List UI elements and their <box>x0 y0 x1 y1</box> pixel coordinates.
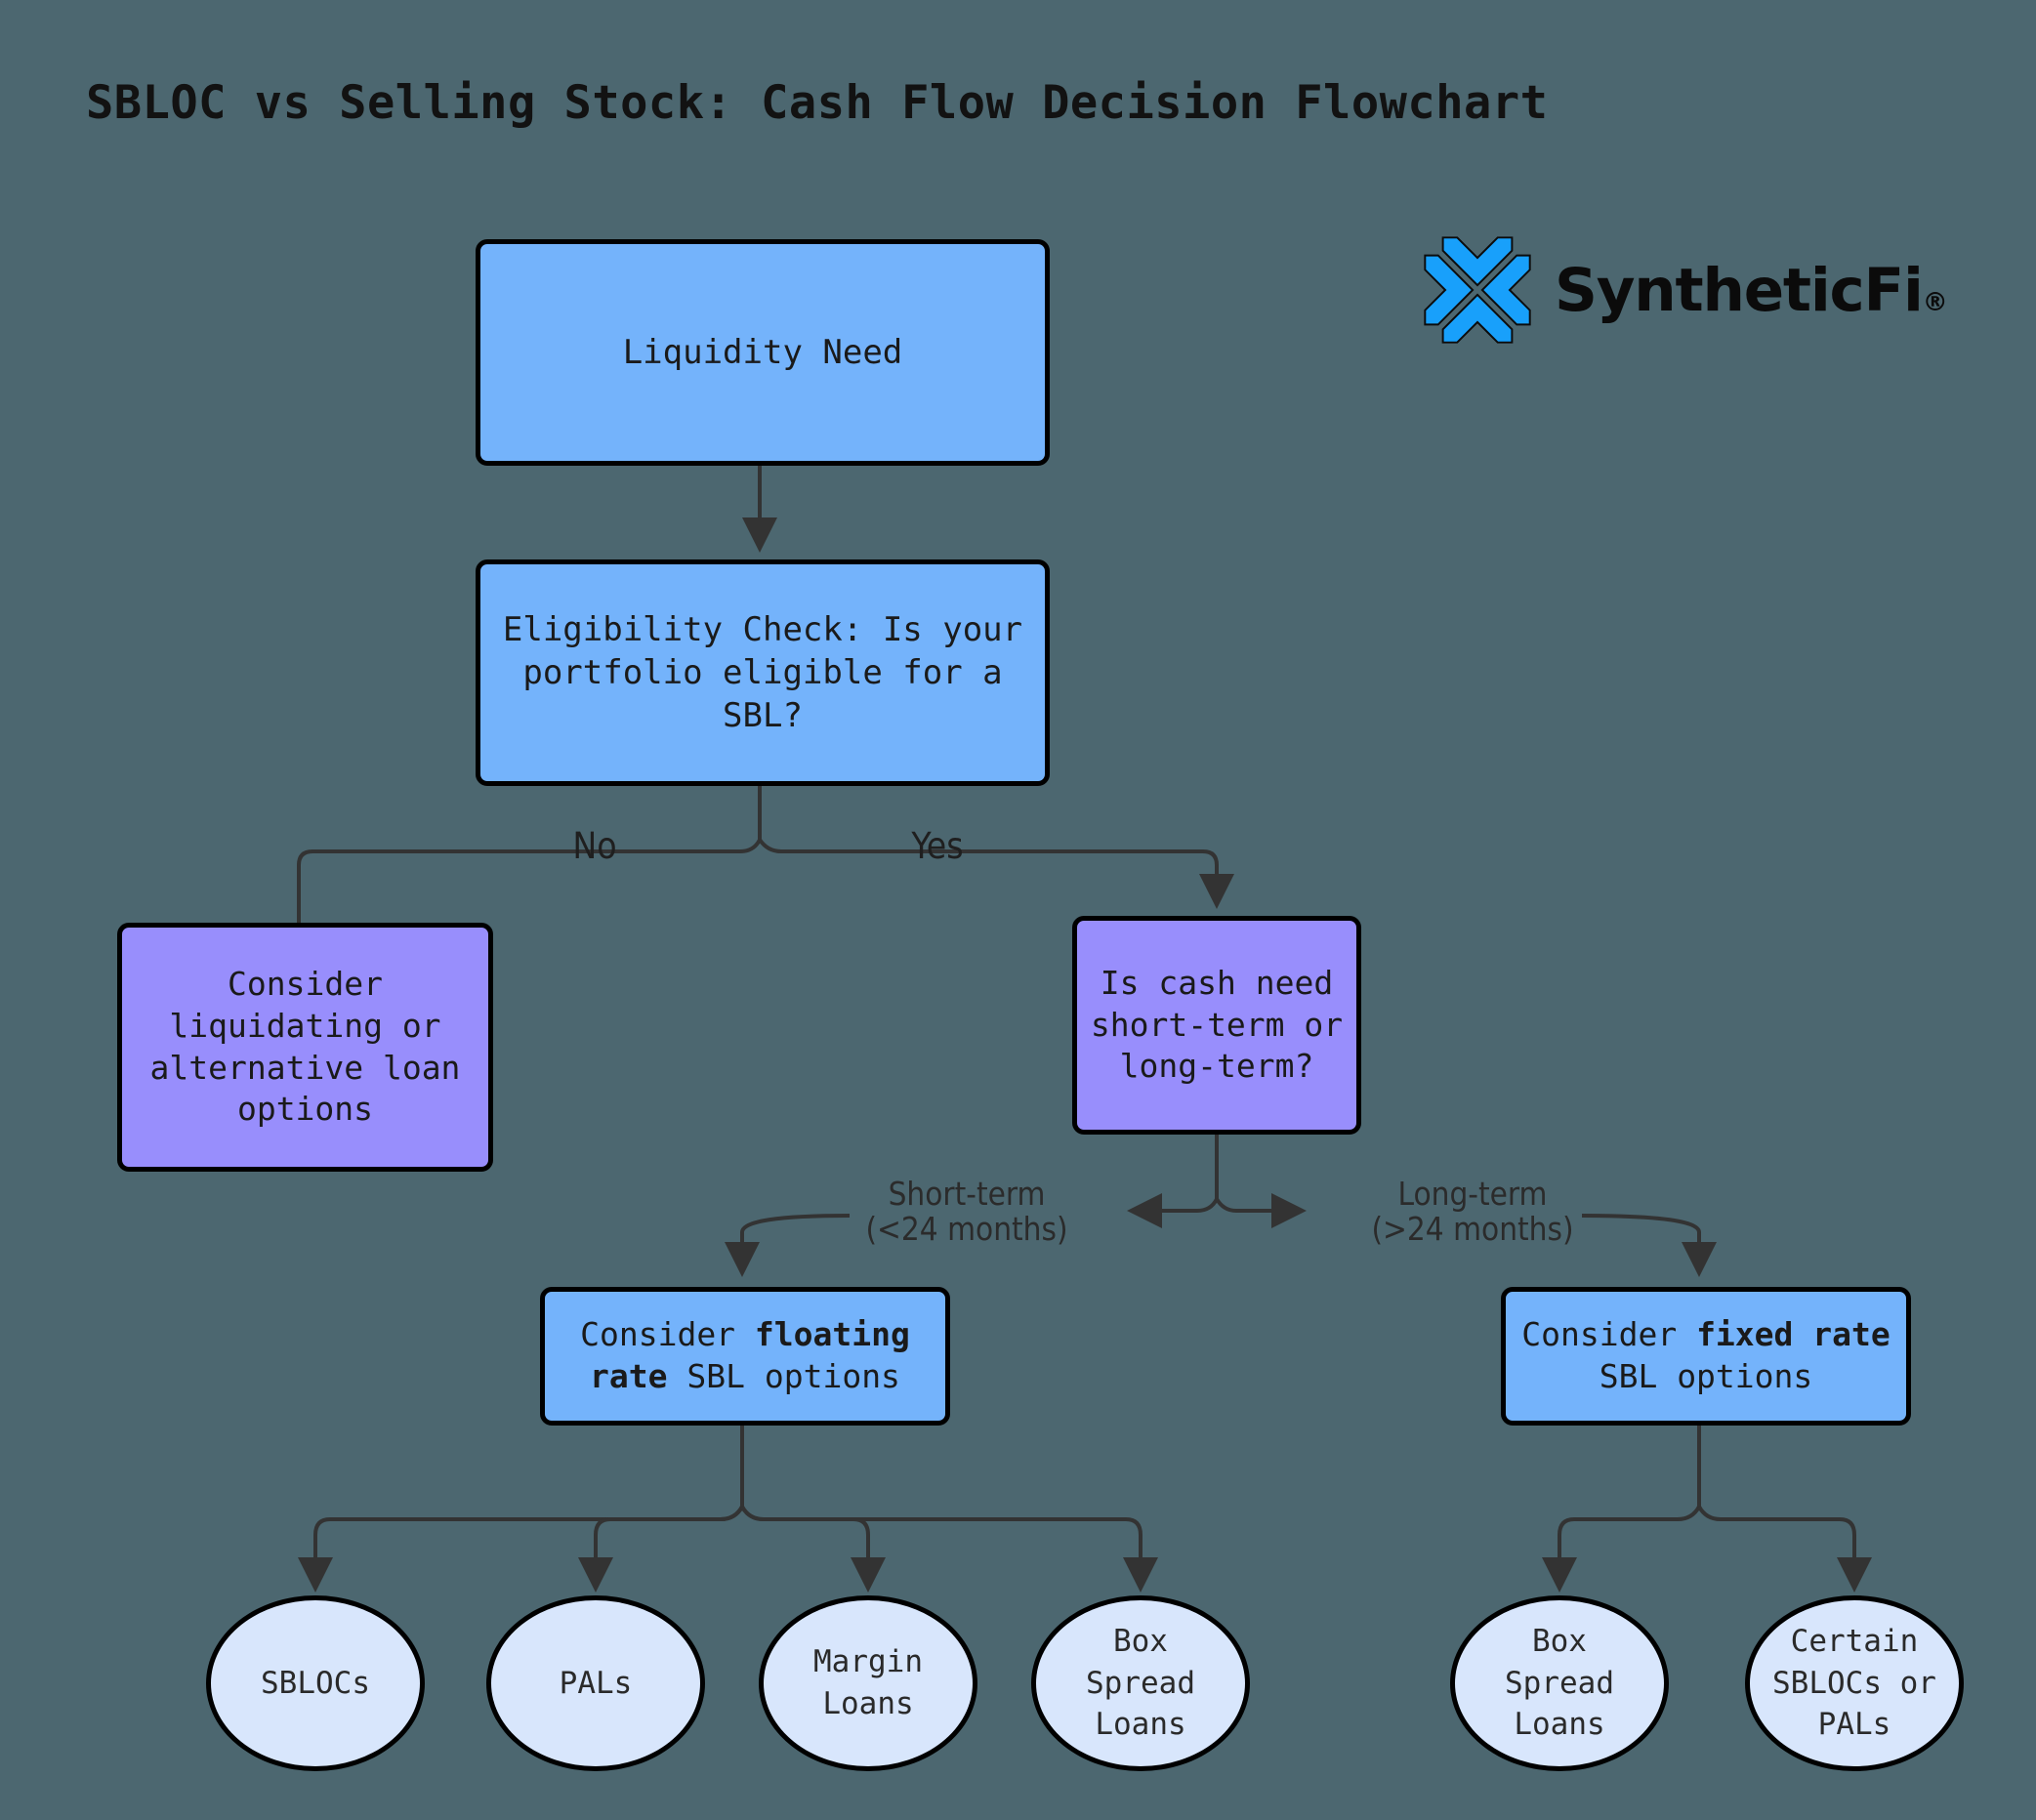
outcome-certain-sblocs-or-pals[interactable]: Certain SBLOCs or PALs <box>1745 1595 1964 1771</box>
floating-rate-suffix: SBL options <box>667 1357 900 1395</box>
node-fixed-rate-text: Consider fixed rate SBL options <box>1521 1314 1891 1398</box>
outcome-box-spread-loans-floating[interactable]: Box Spread Loans <box>1031 1595 1250 1771</box>
node-eligibility-check[interactable]: Eligibility Check: Is your portfolio eli… <box>476 559 1050 786</box>
edge-label-short-term: Short-term (<24 months) <box>865 1175 1068 1249</box>
edge-label-long-term: Long-term (>24 months) <box>1371 1175 1574 1249</box>
edge-fixed-to-box <box>1542 1505 1701 1592</box>
node-cash-need-term[interactable]: Is cash need short-term or long-term? <box>1072 916 1361 1135</box>
edge-floating-to-sblocs <box>298 1505 744 1592</box>
brand-name: SyntheticFi <box>1555 255 1924 325</box>
outcome-box-spread-loans-fixed[interactable]: Box Spread Loans <box>1450 1595 1669 1771</box>
floating-rate-prefix: Consider <box>580 1315 755 1354</box>
floating-rate-emphasis: floating rate <box>590 1315 910 1395</box>
fixed-rate-emphasis: fixed rate <box>1696 1315 1891 1354</box>
edge-term-short-drop <box>725 1214 851 1277</box>
fixed-rate-prefix: Consider <box>1521 1315 1697 1354</box>
brand-logo: SyntheticFi® <box>1418 227 2004 353</box>
brand-wordmark: SyntheticFi® <box>1555 261 1948 320</box>
node-floating-rate-text: Consider floating rate SBL options <box>580 1314 910 1398</box>
edge-term-long <box>1215 1193 1307 1228</box>
syntheticfi-x-logo-icon <box>1424 236 1531 344</box>
outcome-pals[interactable]: PALs <box>486 1595 705 1771</box>
edge-floating-to-box <box>740 1505 1158 1592</box>
node-floating-rate[interactable]: Consider floating rate SBL options <box>540 1287 950 1426</box>
node-liquidity-need[interactable]: Liquidity Need <box>476 239 1050 466</box>
node-fixed-rate[interactable]: Consider fixed rate SBL options <box>1501 1287 1911 1426</box>
fixed-rate-suffix: SBL options <box>1599 1357 1813 1395</box>
edge-floating-to-margin <box>740 1505 886 1592</box>
edge-term-short <box>1127 1193 1219 1228</box>
edge-label-no: No <box>572 825 617 867</box>
edge-fixed-to-certain <box>1697 1505 1872 1592</box>
edge-label-yes: Yes <box>911 825 964 867</box>
page-title: SBLOC vs Selling Stock: Cash Flow Decisi… <box>86 76 1549 130</box>
edge-floating-to-pals <box>578 1505 744 1592</box>
edge-eligibility-no <box>297 839 762 926</box>
node-consider-liquidating[interactable]: Consider liquidating or alternative loan… <box>117 923 493 1172</box>
registered-trademark-symbol: ® <box>1922 287 1948 317</box>
outcome-sblocs[interactable]: SBLOCs <box>206 1595 425 1771</box>
outcome-margin-loans[interactable]: Margin Loans <box>759 1595 977 1771</box>
edge-term-long-drop <box>1581 1214 1717 1277</box>
